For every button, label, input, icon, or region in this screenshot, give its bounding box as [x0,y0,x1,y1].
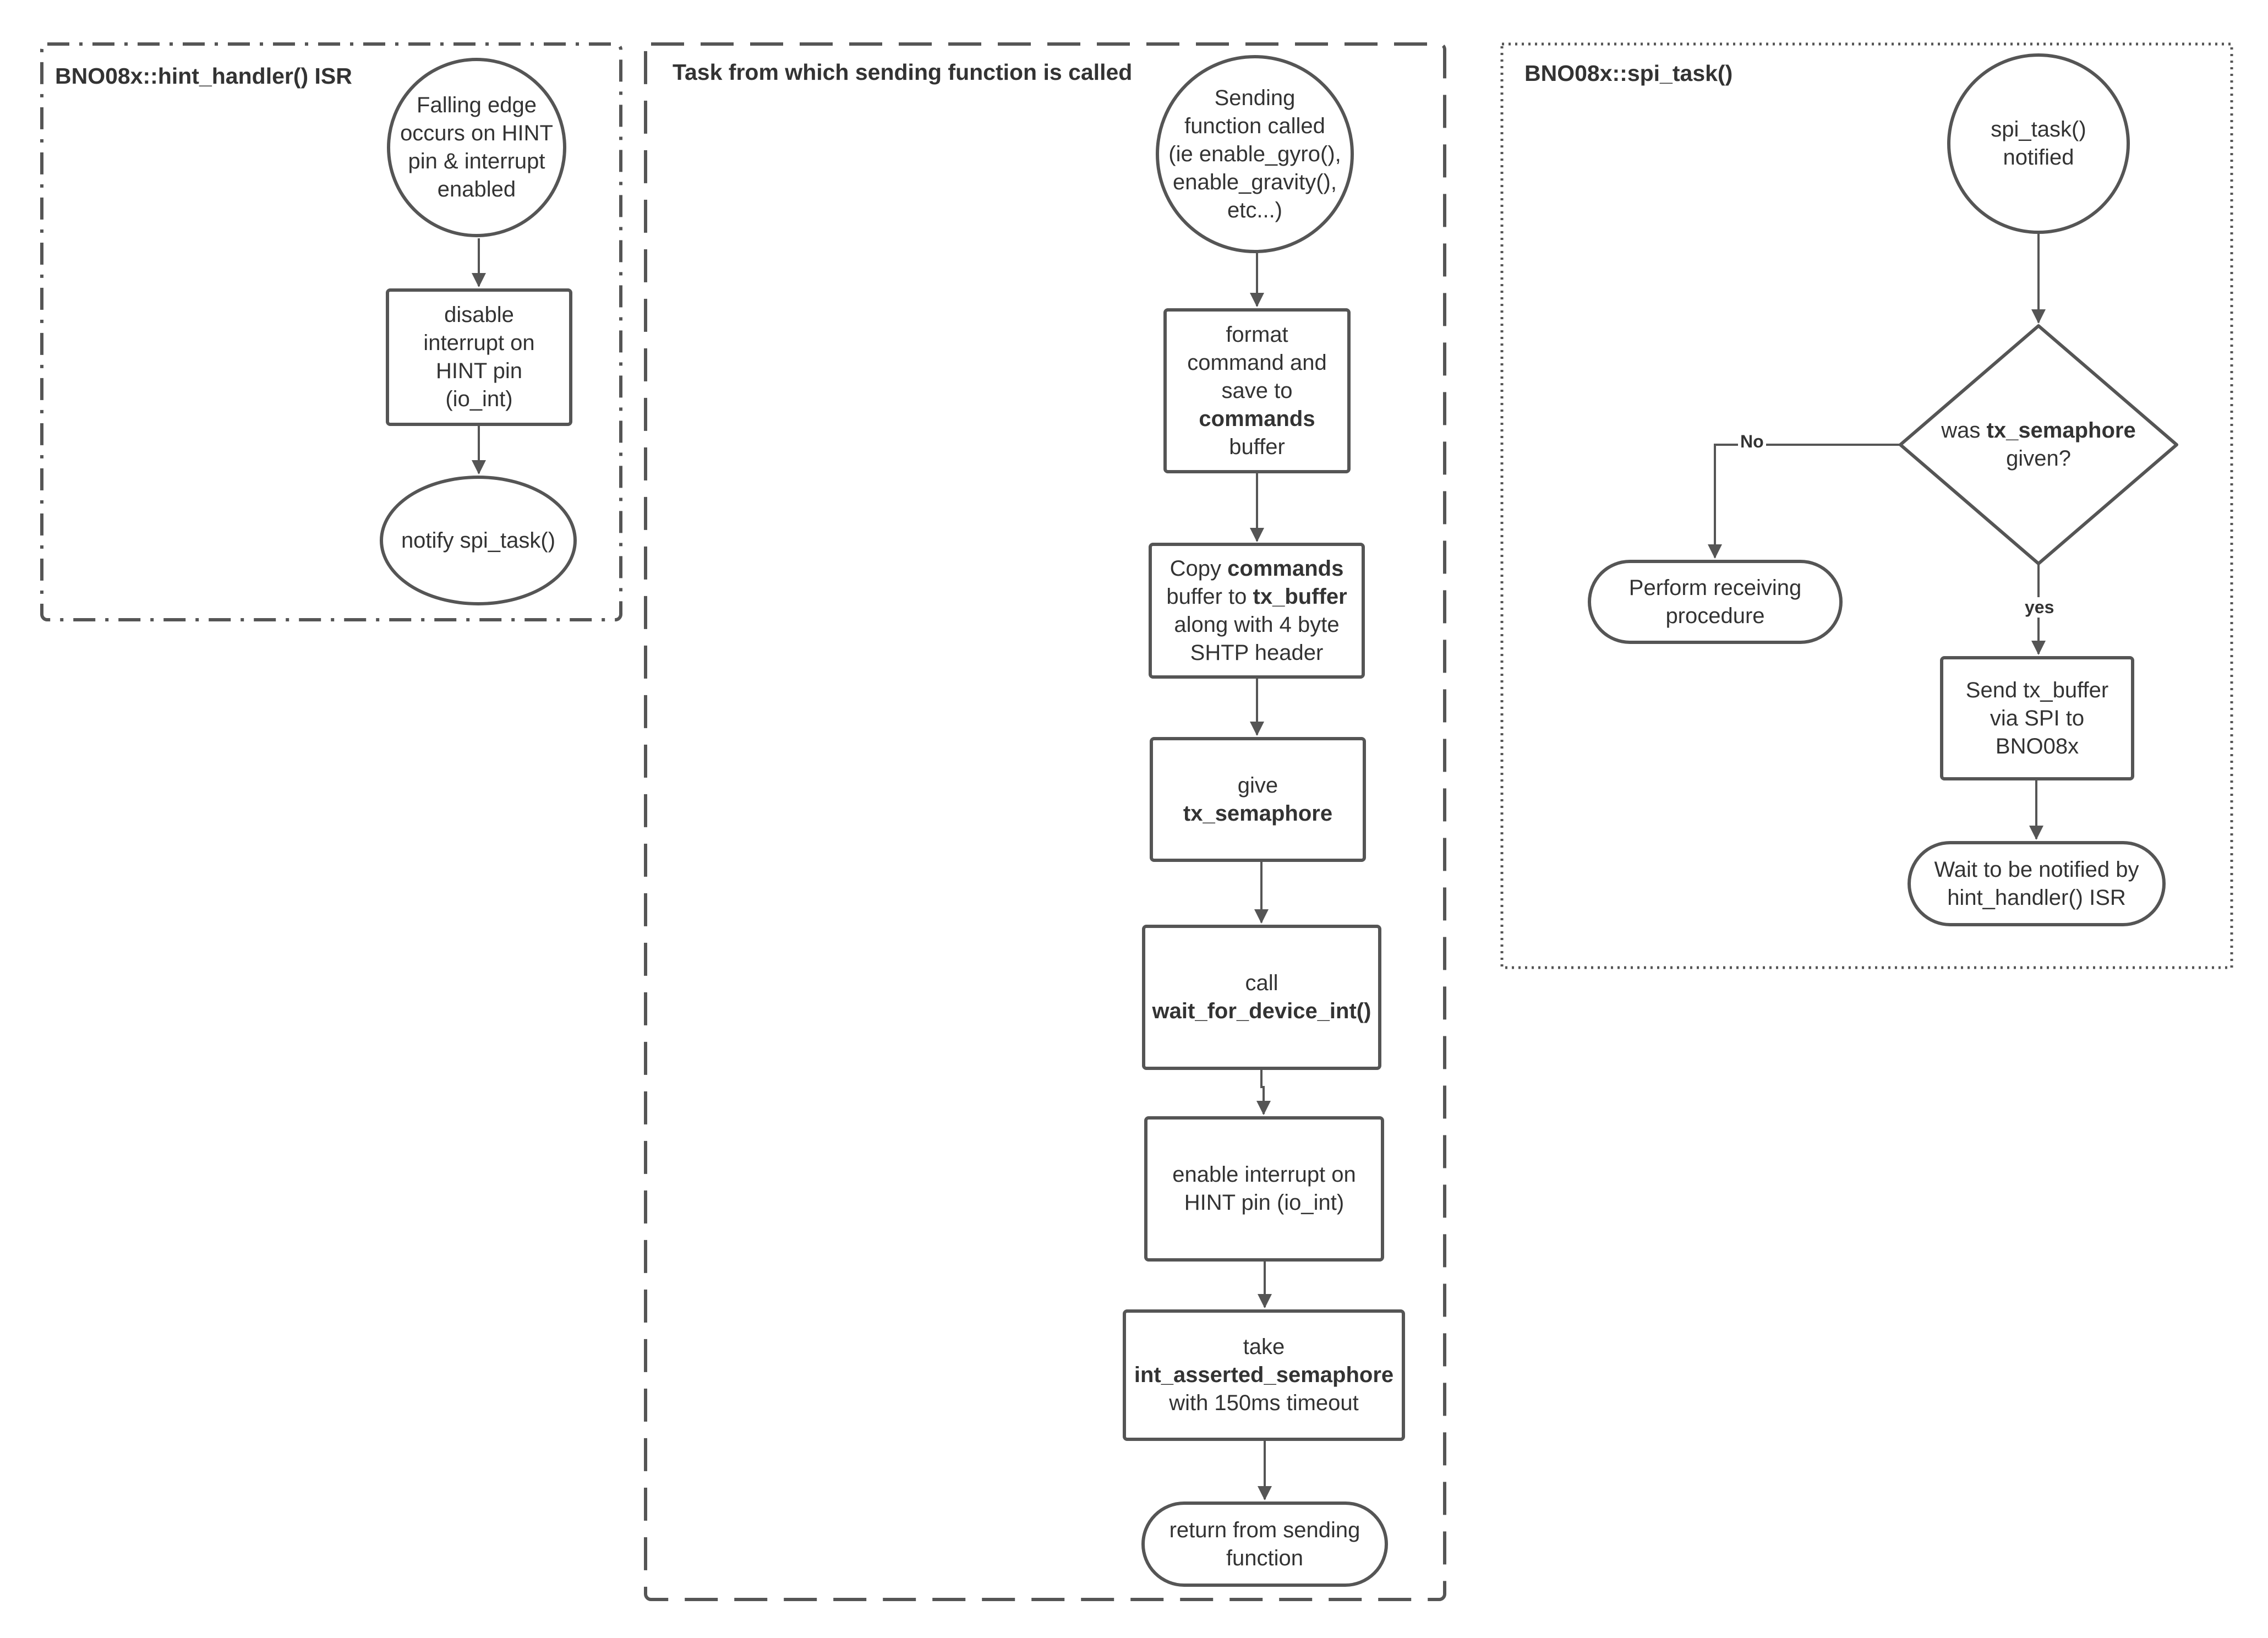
node-falling-edge-line-2: occurs on HINT [400,121,553,145]
container-border-spi-task [1500,42,2233,969]
node-send-tx-buffer: Send tx_buffer via SPI to BNO08x [1940,656,2134,780]
node-copy-line-2: buffer to tx_buffer [1166,583,1347,611]
container-title-spi-task: BNO08x::spi_task() [1524,61,1733,86]
node-receiving-line-1: Perform receiving [1628,575,1802,600]
container-border-hint-handler [40,42,622,621]
node-receiving-line-2: procedure [1665,603,1765,628]
node-send-line-1: Send tx_buffer [1965,678,2109,702]
node-perform-receiving: Perform receiving procedure [1588,560,1843,644]
node-falling-edge-line-3: pin & interrupt [408,149,545,173]
container-title-sending-task: Task from which sending function is call… [673,59,1133,85]
node-enable-line-2: HINT pin (io_int) [1184,1191,1345,1215]
decision-line-1-pre: was [1941,418,1987,443]
node-sending-line-1: Sending [1214,85,1296,110]
node-notify-spi-task: notify spi_task() [380,476,577,605]
decision-line-2: given? [2006,446,2071,471]
node-disable-interrupt: disable interrupt on HINT pin (io_int) [386,288,572,426]
node-give-line-2: tx_semaphore [1183,801,1333,826]
node-call-wait-for-device-int: call wait_for_device_int() [1142,925,1381,1070]
container-title-hint-handler: BNO08x::hint_handler() ISR [55,63,352,89]
node-falling-edge: Falling edge occurs on HINT pin & interr… [387,58,566,237]
node-sending-function-called: Sending function called (ie enable_gyro(… [1156,55,1354,253]
node-enable-interrupt: enable interrupt on HINT pin (io_int) [1144,1116,1384,1262]
node-copy-commands: Copy commands buffer to tx_buffer along … [1149,543,1365,679]
node-take-line-3: with 150ms timeout [1169,1391,1359,1415]
node-give-line-1: give [1237,773,1278,798]
node-spi-task-notified: spi_task() notified [1947,53,2130,234]
node-format-line-4: commands [1199,406,1315,431]
node-notified-line-2: notified [2003,145,2074,170]
node-send-line-3: BNO08x [1995,734,2079,758]
decision-line-1: was tx_semaphore [1941,418,2135,443]
node-disable-interrupt-line-2: interrupt on [423,331,535,355]
node-falling-edge-line-1: Falling edge [417,93,537,117]
node-format-line-2: command and [1187,350,1327,375]
node-copy-line-1-bold: commands [1227,556,1344,581]
edge-decision-no [1708,444,1900,559]
node-notified-line-1: spi_task() [1991,117,2086,141]
node-sending-line-3: (ie enable_gyro(), [1168,141,1341,166]
node-disable-interrupt-line-3: HINT pin [435,359,523,383]
node-disable-interrupt-line-1: disable [444,303,514,327]
node-send-line-2: via SPI to [1990,706,2085,730]
node-sending-line-2: function called [1184,113,1325,138]
node-copy-line-1-pre: Copy [1169,556,1228,581]
decision-was-tx-semaphore-given: was tx_semaphore given? [1926,407,2151,482]
edge-call-to-enable [1256,1070,1271,1115]
node-return-line-1: return from sending [1169,1517,1360,1542]
node-format-line-3: save to [1221,378,1293,403]
node-copy-line-2-pre: buffer to [1166,584,1253,609]
node-return-line-2: function [1226,1546,1304,1570]
node-copy-line-1: Copy commands [1166,555,1347,583]
node-call-line-1: call [1245,971,1278,995]
node-take-line-2: int_asserted_semaphore [1134,1363,1394,1387]
decision-line-1-bold: tx_semaphore [1986,418,2136,443]
edge-label-yes: yes [2023,597,2057,618]
node-format-line-1: format [1226,322,1288,347]
node-call-line-2: wait_for_device_int() [1152,999,1371,1023]
node-disable-interrupt-line-4: (io_int) [445,387,513,411]
node-notify-spi-task-label: notify spi_task() [401,528,556,553]
node-falling-edge-line-4: enabled [437,177,516,201]
node-copy-line-2-bold: tx_buffer [1253,584,1347,609]
node-sending-line-4: enable_gravity(), [1173,170,1337,194]
node-return-from-sending: return from sending function [1141,1502,1388,1587]
node-take-line-1: take [1243,1335,1285,1359]
node-wait-to-be-notified: Wait to be notified by hint_handler() IS… [1908,841,2166,926]
container-border-sending-task [644,42,1446,1601]
node-format-command: format command and save to commands buff… [1163,308,1351,473]
edge-label-no: No [1738,432,1766,452]
node-wait-line-2: hint_handler() ISR [1947,885,2126,910]
node-give-semaphore: give tx_semaphore [1150,737,1366,862]
node-wait-line-1: Wait to be notified by [1934,857,2139,882]
node-take-semaphore: take int_asserted_semaphore with 150ms t… [1123,1309,1405,1441]
node-enable-line-1: enable interrupt on [1172,1162,1356,1187]
node-copy-line-3: along with 4 byte [1174,612,1340,637]
node-sending-line-5: etc...) [1227,198,1283,222]
node-copy-line-4: SHTP header [1190,640,1324,665]
node-format-line-5: buffer [1229,434,1285,459]
